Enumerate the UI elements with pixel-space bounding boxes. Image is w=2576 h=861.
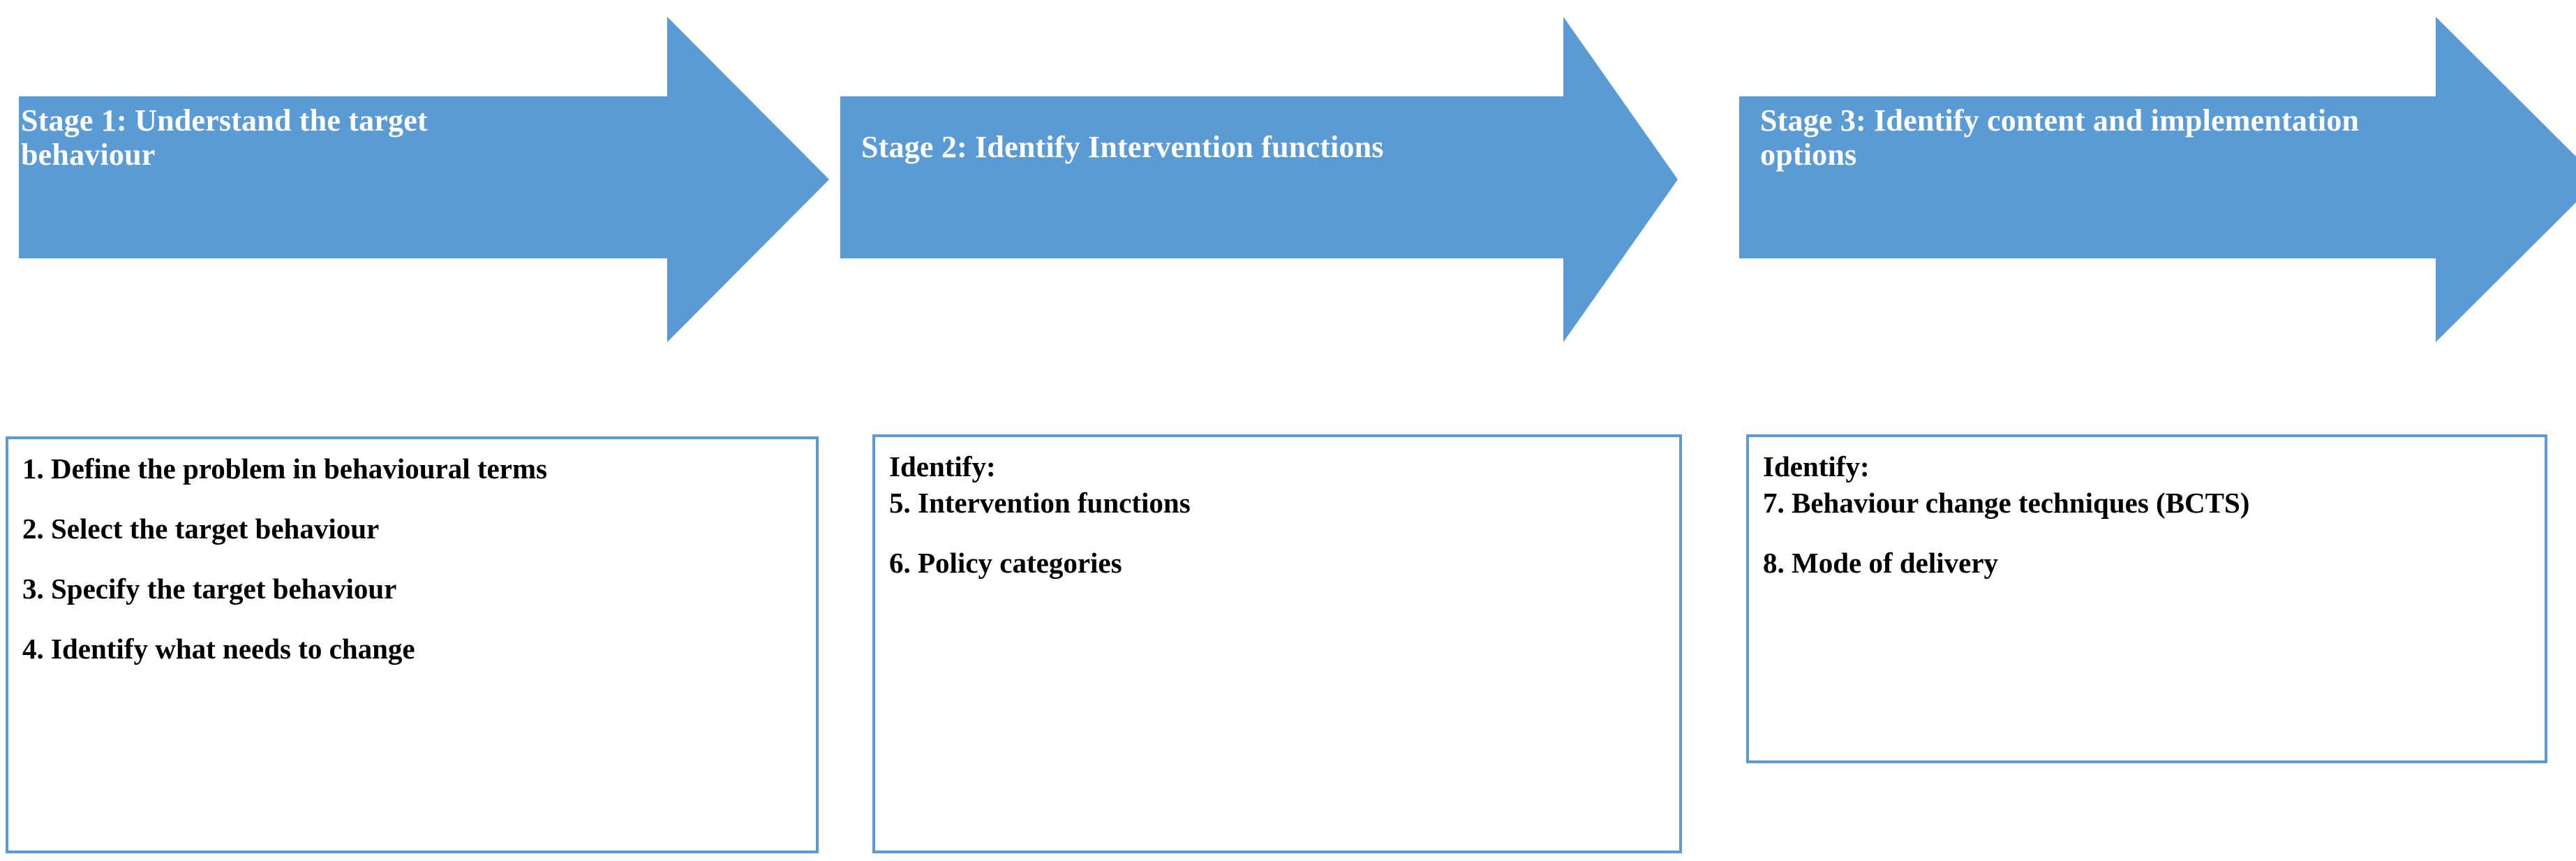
stage-1-step-4: 4. Identify what needs to change [22, 632, 415, 665]
right-arrow-icon [840, 17, 1678, 342]
stage-1-arrow[interactable] [19, 0, 829, 370]
stage-1-step-3: 3. Specify the target behaviour [22, 572, 397, 605]
stage-3-step-7: 7. Behaviour change techniques (BCTS) [1763, 486, 2250, 519]
stage-1-step-2: 2. Select the target behaviour [22, 512, 380, 545]
stage-2-arrow-label: Stage 2: Identify Intervention functions [861, 130, 1384, 164]
stage-3-box-heading: Identify: [1763, 450, 1870, 483]
right-arrow-icon [19, 17, 829, 342]
stage-1-step-1: 1. Define the problem in behavioural ter… [22, 452, 547, 485]
stage-3-arrow[interactable] [1739, 0, 2576, 370]
stage-1-arrow-label: Stage 1: Understand the target behaviour [21, 103, 428, 172]
stage-3-box: Identify: 7. Behaviour change techniques… [1746, 434, 2547, 763]
stage-2-box-body: Identify: 5. Intervention functions 6. P… [875, 437, 1679, 580]
stage-3-step-8: 8. Mode of delivery [1763, 546, 1999, 579]
stage-2-arrow[interactable] [840, 0, 1678, 370]
right-arrow-icon [1739, 17, 2576, 342]
stage-2-step-5: 5. Intervention functions [889, 486, 1191, 519]
stage-3-box-body: Identify: 7. Behaviour change techniques… [1749, 437, 2545, 580]
stage-arrow-band: Stage 1: Understand the target behaviour… [0, 0, 2576, 370]
stage-3-arrow-label: Stage 3: Identify content and implementa… [1760, 103, 2360, 172]
stage-1-box-body: 1. Define the problem in behavioural ter… [8, 439, 816, 665]
stage-2-box-heading: Identify: [889, 450, 996, 483]
stage-2-box: Identify: 5. Intervention functions 6. P… [872, 434, 1682, 853]
stage-1-box: 1. Define the problem in behavioural ter… [6, 436, 819, 853]
stage-2-step-6: 6. Policy categories [889, 546, 1122, 579]
